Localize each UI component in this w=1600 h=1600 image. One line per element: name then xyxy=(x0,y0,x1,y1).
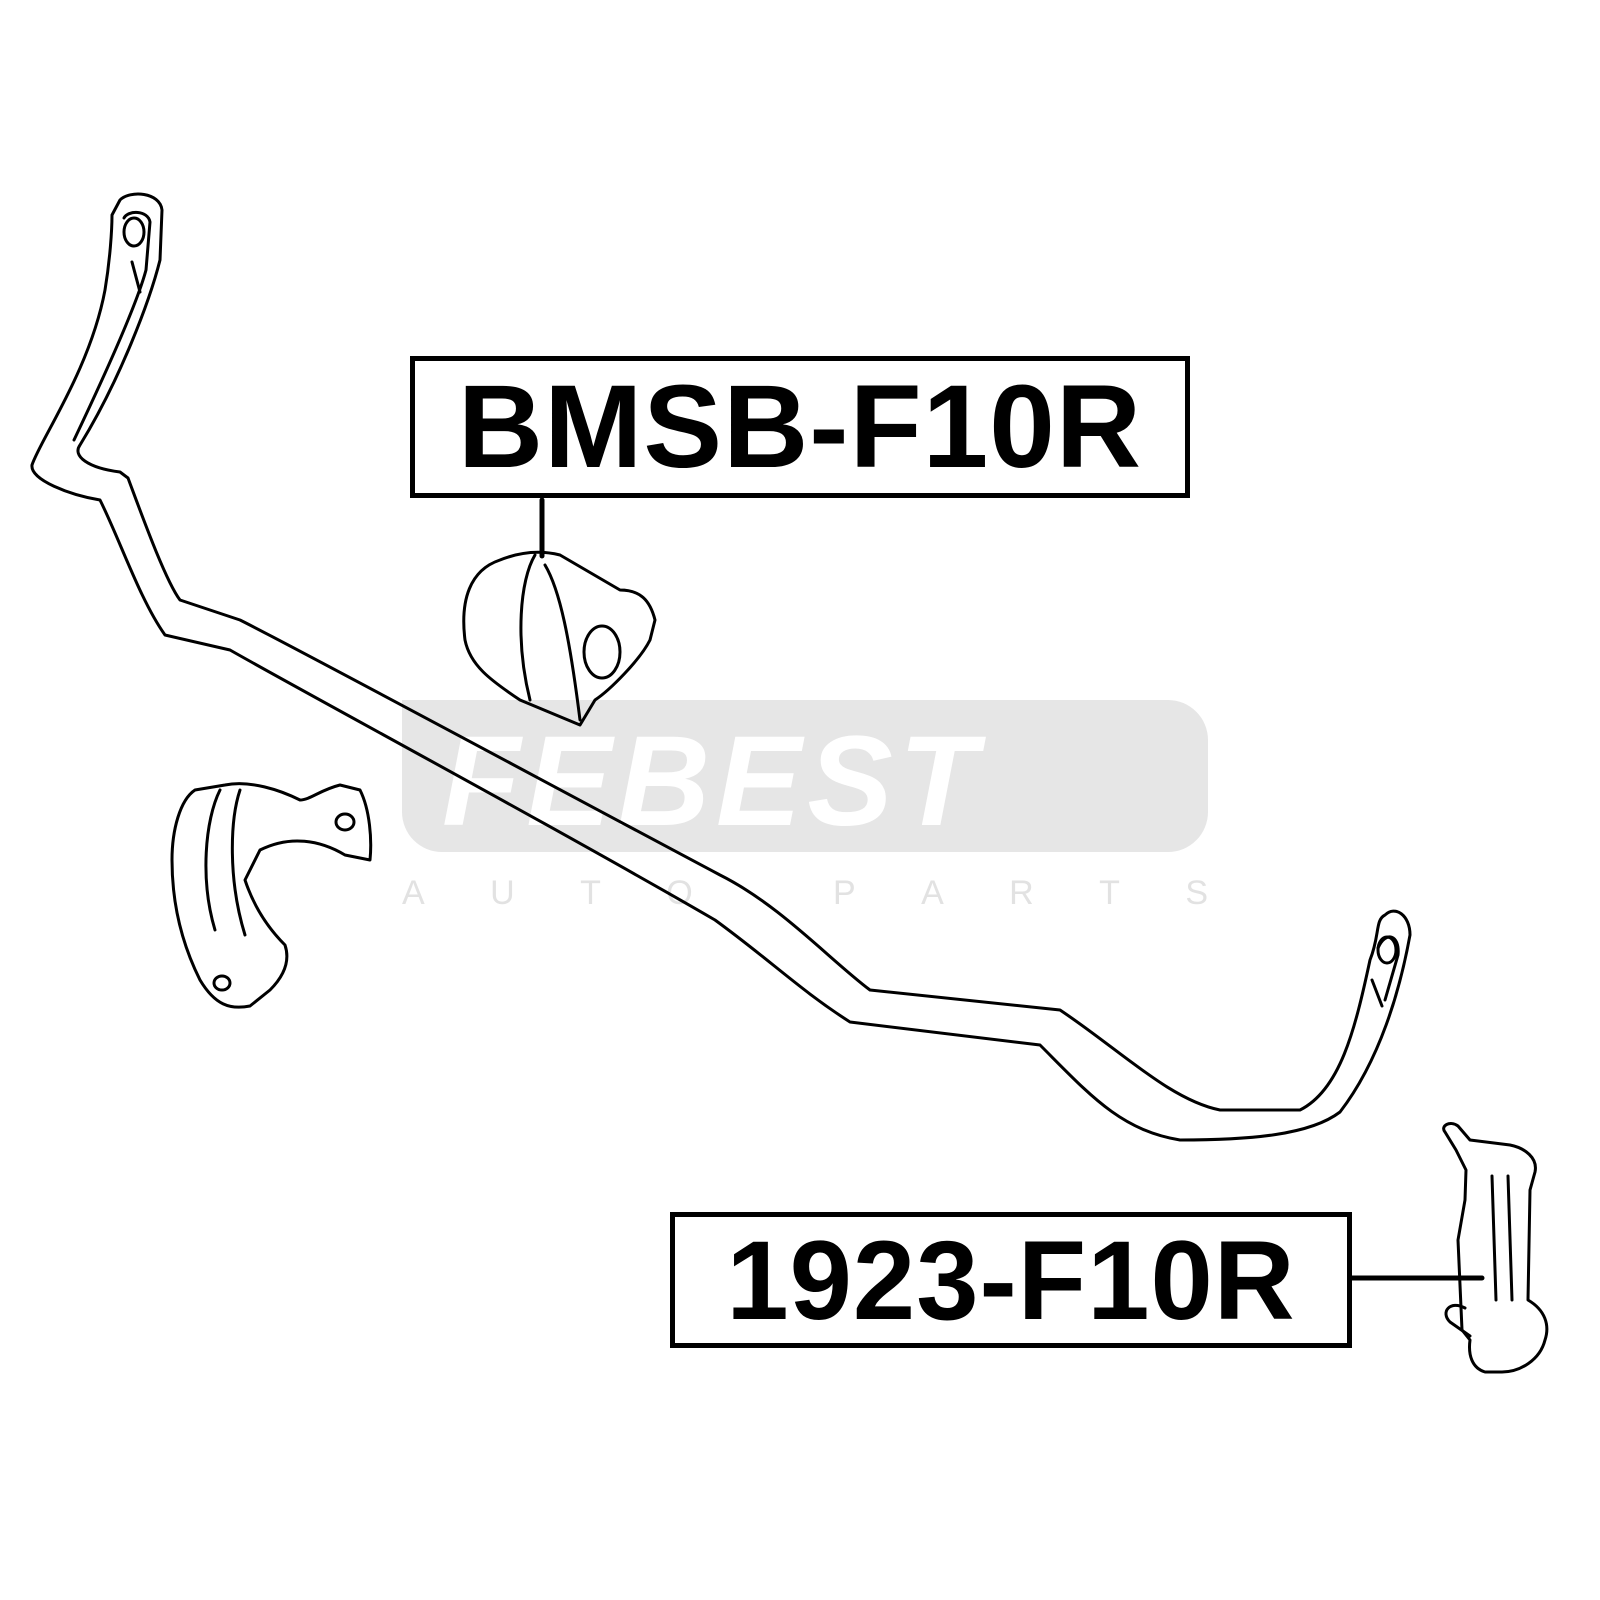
watermark-subtitle-letter: T xyxy=(580,874,601,912)
watermark-subtitle-letter: T xyxy=(1099,874,1120,912)
part-number-bushing: BMSB-F10R xyxy=(410,356,1190,498)
watermark-brand: FEBEST xyxy=(442,710,983,853)
stabilizer-link xyxy=(1349,1122,1549,1374)
part-number-link: 1923-F10R xyxy=(670,1212,1352,1348)
watermark-subtitle-letter: P xyxy=(832,874,856,912)
watermark-logo: FEBEST xyxy=(402,700,1208,853)
bushing xyxy=(462,497,657,727)
bracket xyxy=(170,782,373,1009)
watermark-subtitle-letter: S xyxy=(1185,874,1208,912)
stabilizer-bar xyxy=(30,192,1412,1142)
watermark-subtitle-letter: A xyxy=(402,874,425,912)
watermark-subtitle-letter: U xyxy=(490,874,515,912)
watermark-subtitle-letter: A xyxy=(921,874,944,912)
watermark-subtitle-letter: R xyxy=(1009,874,1034,912)
